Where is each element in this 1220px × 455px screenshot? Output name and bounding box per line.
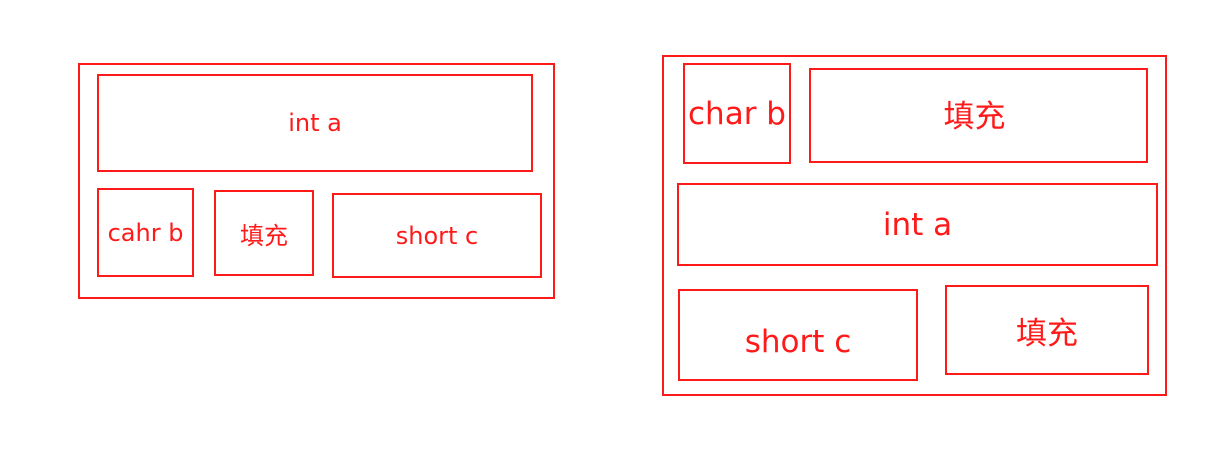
left-struct-layout [78, 63, 555, 299]
left-short-c-label: short c [395, 221, 479, 250]
right-short-c-cell: short c [678, 289, 918, 381]
left-padding-label: 填充 [240, 221, 288, 250]
left-padding-cell: 填充 [214, 190, 314, 276]
right-int-a-cell: int a [677, 183, 1158, 266]
left-char-b-label: cahr b [107, 218, 184, 247]
right-struct-layout [662, 55, 1167, 396]
left-char-b-cell: cahr b [97, 188, 194, 277]
right-padding-bottom-cell: 填充 [945, 285, 1149, 375]
right-char-b-label: char b [688, 95, 786, 132]
left-short-c-cell: short c [332, 193, 542, 278]
left-int-a-label: int a [288, 109, 342, 137]
right-short-c-label: short c [744, 324, 852, 360]
left-int-a-cell: int a [97, 74, 533, 172]
right-padding-top-label: 填充 [943, 99, 1006, 135]
right-int-a-label: int a [882, 206, 953, 243]
right-char-b-cell: char b [683, 63, 791, 164]
right-padding-bottom-label: 填充 [1016, 315, 1078, 352]
right-padding-top-cell: 填充 [809, 68, 1148, 163]
